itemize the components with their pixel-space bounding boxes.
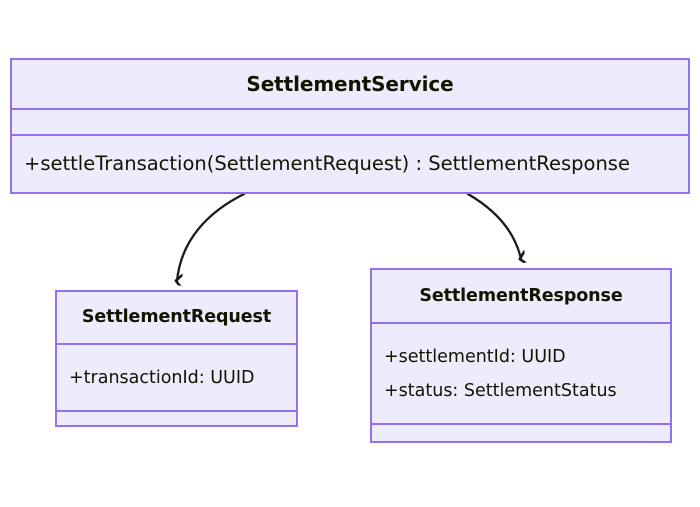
dependency-arrow-settlement-request bbox=[177, 192, 246, 281]
method-settle-transaction: +settleTransaction(SettlementRequest) : … bbox=[24, 151, 630, 175]
class-box-settlement-response[interactable]: SettlementResponse +settlementId: UUID +… bbox=[370, 268, 672, 443]
class-methods-settlement-request bbox=[57, 410, 296, 425]
dependency-arrow-settlement-response bbox=[466, 192, 521, 259]
attribute-settlement-id: +settlementId: UUID bbox=[384, 346, 566, 367]
class-box-settlement-service[interactable]: SettlementService +settleTransaction(Set… bbox=[10, 58, 690, 194]
class-methods-settlement-service: +settleTransaction(SettlementRequest) : … bbox=[12, 134, 688, 190]
class-box-settlement-request[interactable]: SettlementRequest +transactionId: UUID bbox=[55, 290, 298, 427]
class-title-settlement-service: SettlementService bbox=[12, 60, 688, 108]
attribute-status: +status: SettlementStatus bbox=[384, 380, 617, 401]
class-attributes-settlement-request: +transactionId: UUID bbox=[57, 343, 296, 410]
attribute-transaction-id: +transactionId: UUID bbox=[69, 367, 255, 388]
class-title-settlement-request: SettlementRequest bbox=[57, 292, 296, 343]
class-attributes-settlement-response: +settlementId: UUID +status: SettlementS… bbox=[372, 322, 670, 423]
class-attributes-settlement-service bbox=[12, 108, 688, 134]
class-methods-settlement-response bbox=[372, 423, 670, 441]
class-title-settlement-response: SettlementResponse bbox=[372, 270, 670, 322]
